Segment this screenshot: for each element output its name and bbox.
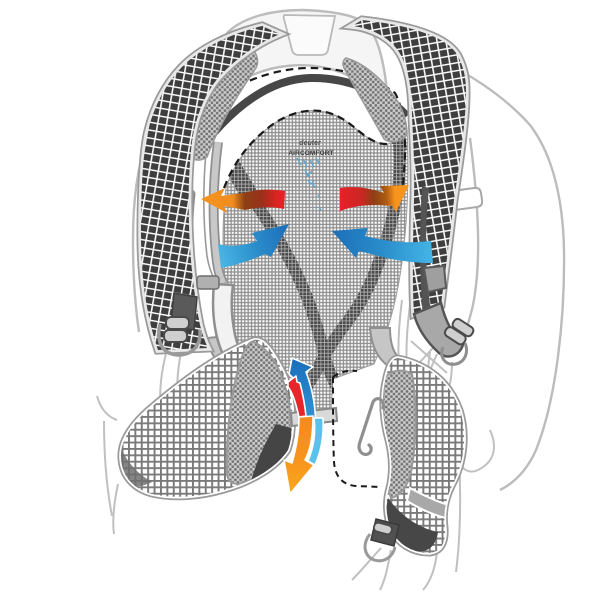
svg-text:deuter: deuter [299, 140, 322, 147]
svg-text:AIRCOMFORT: AIRCOMFORT [288, 150, 333, 157]
